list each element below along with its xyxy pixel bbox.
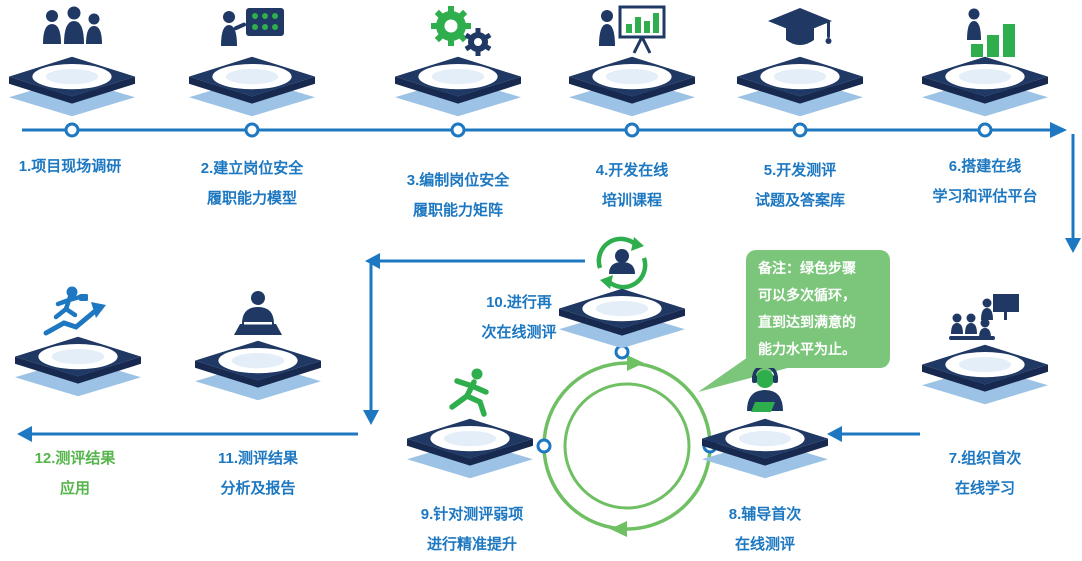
arrowhead-left-icon (365, 253, 380, 269)
step-1 (7, 4, 137, 118)
step-3 (393, 4, 523, 118)
arrowhead-right-icon (1050, 122, 1067, 138)
laptop-person-icon (222, 288, 294, 342)
arrowhead-down-icon (363, 410, 379, 425)
label-line-2: 次在线测评 (481, 324, 557, 341)
label-line-1: 4.开发在线 (595, 162, 669, 179)
step-11-label: 11.测评结果 分析及报告 (218, 444, 298, 504)
graduation-cap-icon (764, 4, 836, 58)
loop-arrowhead-icon (627, 355, 644, 371)
step-platform (559, 287, 685, 350)
step-2 (187, 4, 317, 118)
step-11 (193, 288, 323, 402)
step-6-label: 6.搭建在线 学习和评估平台 (932, 152, 1037, 212)
step-5-label: 5.开发测评 试题及答案库 (755, 156, 845, 216)
step-platform (9, 55, 135, 118)
step-platform (15, 335, 141, 398)
arrowhead-left-icon (827, 426, 842, 442)
label-line-2: 履职能力矩阵 (412, 202, 504, 219)
step-10-label: 10.进行再 次在线测评 (481, 288, 556, 348)
step-platform (737, 55, 863, 118)
flow-line-10-out (369, 259, 585, 410)
label-line-1: 8.辅导首次 (728, 506, 802, 523)
callout-line-2: 可以多次循环， (758, 287, 856, 303)
callout-line-1: 备注：绿色步骤 (758, 260, 856, 276)
step-platform (195, 339, 321, 402)
label-line-1: 7.组织首次 (948, 450, 1022, 467)
step-5 (735, 4, 865, 118)
label-line-1: 10.进行再 (486, 294, 552, 311)
cycle-loop-icon (542, 361, 712, 531)
step-platform (395, 55, 521, 118)
classroom-icon (949, 292, 1021, 346)
career-arrow-icon (42, 284, 114, 338)
label-line-1: 5.开发测评 (763, 162, 837, 179)
timeline-node (450, 122, 466, 138)
research-people-icon (36, 4, 108, 58)
note-callout: 备注：绿色步骤 可以多次循环， 直到达到满意的 能力水平为止。 (746, 250, 890, 368)
step-2-label: 2.建立岗位安全 履职能力模型 (201, 154, 304, 214)
label-line-1: 12.测评结果 (34, 450, 116, 467)
label-line-2: 在线测评 (734, 536, 796, 553)
step-8-label: 8.辅导首次 在线测评 (729, 500, 802, 560)
step-platform (702, 417, 828, 480)
gears-icon (422, 4, 494, 58)
step-platform (407, 417, 533, 480)
label-line-2: 培训课程 (601, 192, 663, 209)
step-platform (922, 55, 1048, 118)
step-10 (557, 236, 687, 350)
label-line-2: 学习和评估平台 (932, 188, 1038, 205)
step-6 (920, 4, 1050, 118)
retry-person-icon (586, 236, 658, 290)
step-7-label: 7.组织首次 在线学习 (949, 444, 1022, 504)
arrowhead-left-icon (17, 426, 32, 442)
coach-headset-icon (729, 366, 801, 420)
step-platform (922, 343, 1048, 406)
label-line-2: 应用 (59, 480, 91, 497)
timeline-node (624, 122, 640, 138)
label-line-2: 分析及报告 (220, 480, 296, 497)
runner-icon (434, 366, 506, 420)
timeline-node (977, 122, 993, 138)
label-line-2: 履职能力模型 (206, 190, 298, 207)
step-3-label: 3.编制岗位安全 履职能力矩阵 (407, 166, 510, 226)
step-platform (189, 55, 315, 118)
label-line-1: 2.建立岗位安全 (200, 160, 304, 177)
label-line-1: 1.项目现场调研 (18, 158, 122, 175)
step-12 (13, 284, 143, 398)
step-4 (567, 4, 697, 118)
label-line-1: 11.测评结果 (217, 450, 299, 467)
timeline-node (244, 122, 260, 138)
step-1-label: 1.项目现场调研 (19, 152, 122, 182)
presentation-chart-icon (596, 4, 668, 58)
label-line-1: 6.搭建在线 (948, 158, 1022, 175)
loop-arrowhead-icon (610, 521, 627, 537)
label-line-1: 9.针对测评弱项 (420, 506, 524, 523)
timeline-node (792, 122, 808, 138)
step-9-label: 9.针对测评弱项 进行精准提升 (421, 500, 524, 560)
timeline-node (64, 122, 80, 138)
step-9 (405, 366, 535, 480)
step-4-label: 4.开发在线 培训课程 (596, 156, 669, 216)
timeline-node (536, 438, 552, 454)
step-7 (920, 292, 1050, 406)
model-board-icon (216, 4, 288, 58)
callout-line-4: 能力水平为止。 (758, 341, 856, 357)
step-8 (700, 366, 830, 480)
growth-steps-icon (949, 4, 1021, 58)
label-line-1: 3.编制岗位安全 (406, 172, 510, 189)
label-line-2: 进行精准提升 (426, 536, 518, 553)
label-line-2: 试题及答案库 (754, 192, 846, 209)
arrowhead-down-icon (1065, 238, 1081, 253)
label-line-2: 在线学习 (954, 480, 1016, 497)
step-platform (569, 55, 695, 118)
step-12-label: 12.测评结果 应用 (35, 444, 116, 504)
callout-line-3: 直到达到满意的 (758, 314, 856, 330)
